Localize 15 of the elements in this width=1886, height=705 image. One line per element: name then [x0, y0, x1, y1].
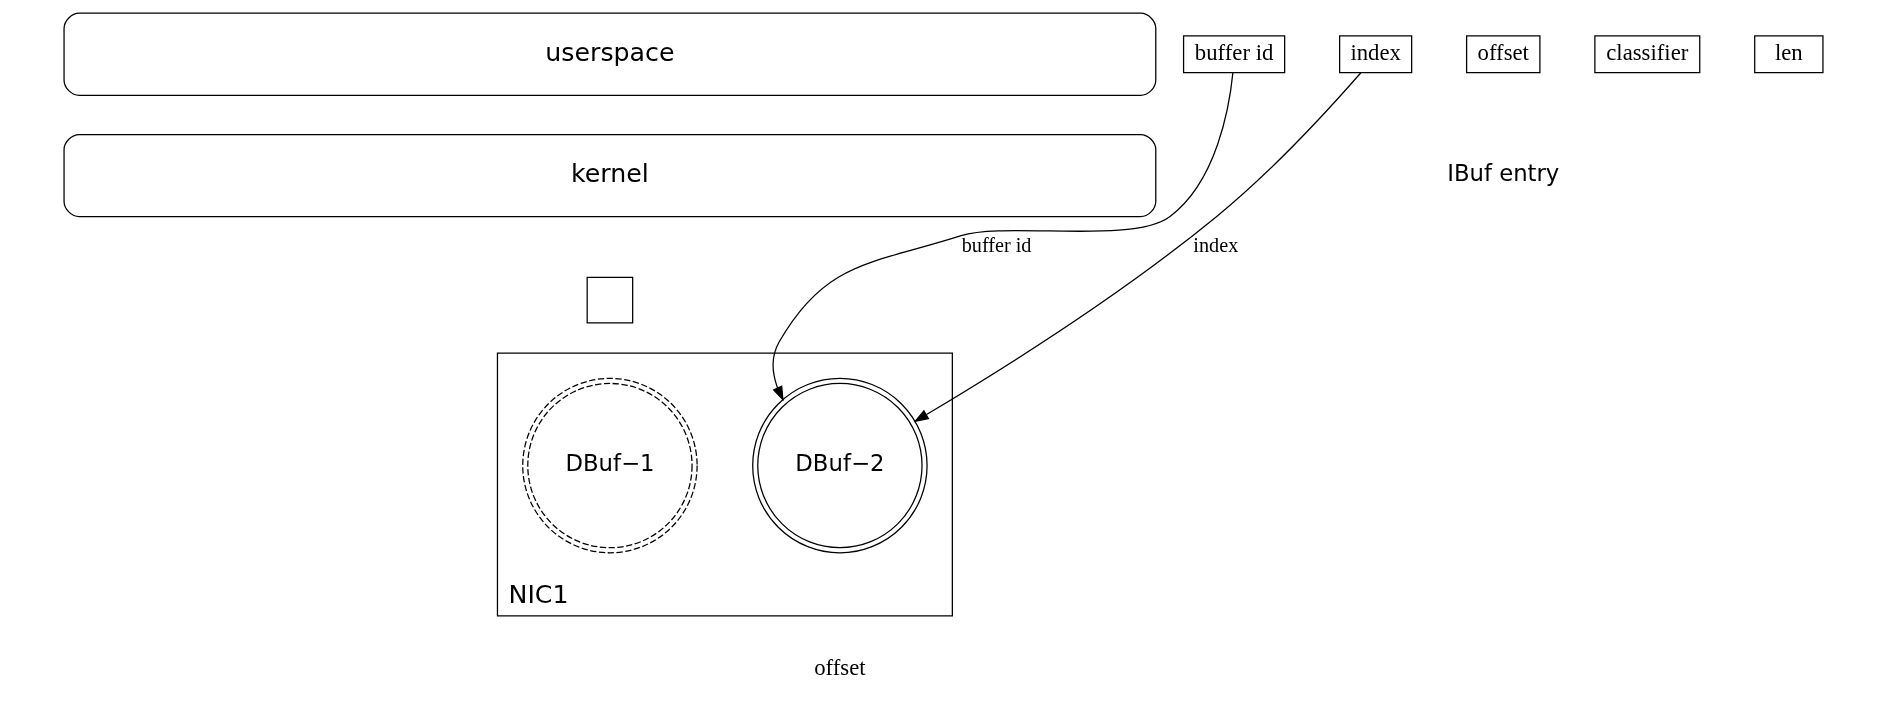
node-box: index [1338, 35, 1412, 74]
node-box: userspace [62, 12, 1156, 96]
edge-label: index [1192, 233, 1238, 256]
node-circle: DBuf−1 [521, 377, 698, 554]
node-box: classifier [1593, 35, 1700, 74]
arrow [913, 72, 1361, 423]
node-box: offset [1465, 35, 1541, 74]
node-box [586, 276, 633, 324]
edge-label: buffer id [961, 233, 1031, 256]
node-box: kernel [62, 133, 1156, 218]
label: IBuf entry [1446, 160, 1559, 187]
label: offset [813, 654, 866, 680]
node-box: len [1753, 35, 1824, 74]
arrow [771, 72, 1234, 402]
node-box: buffer id [1182, 35, 1285, 74]
